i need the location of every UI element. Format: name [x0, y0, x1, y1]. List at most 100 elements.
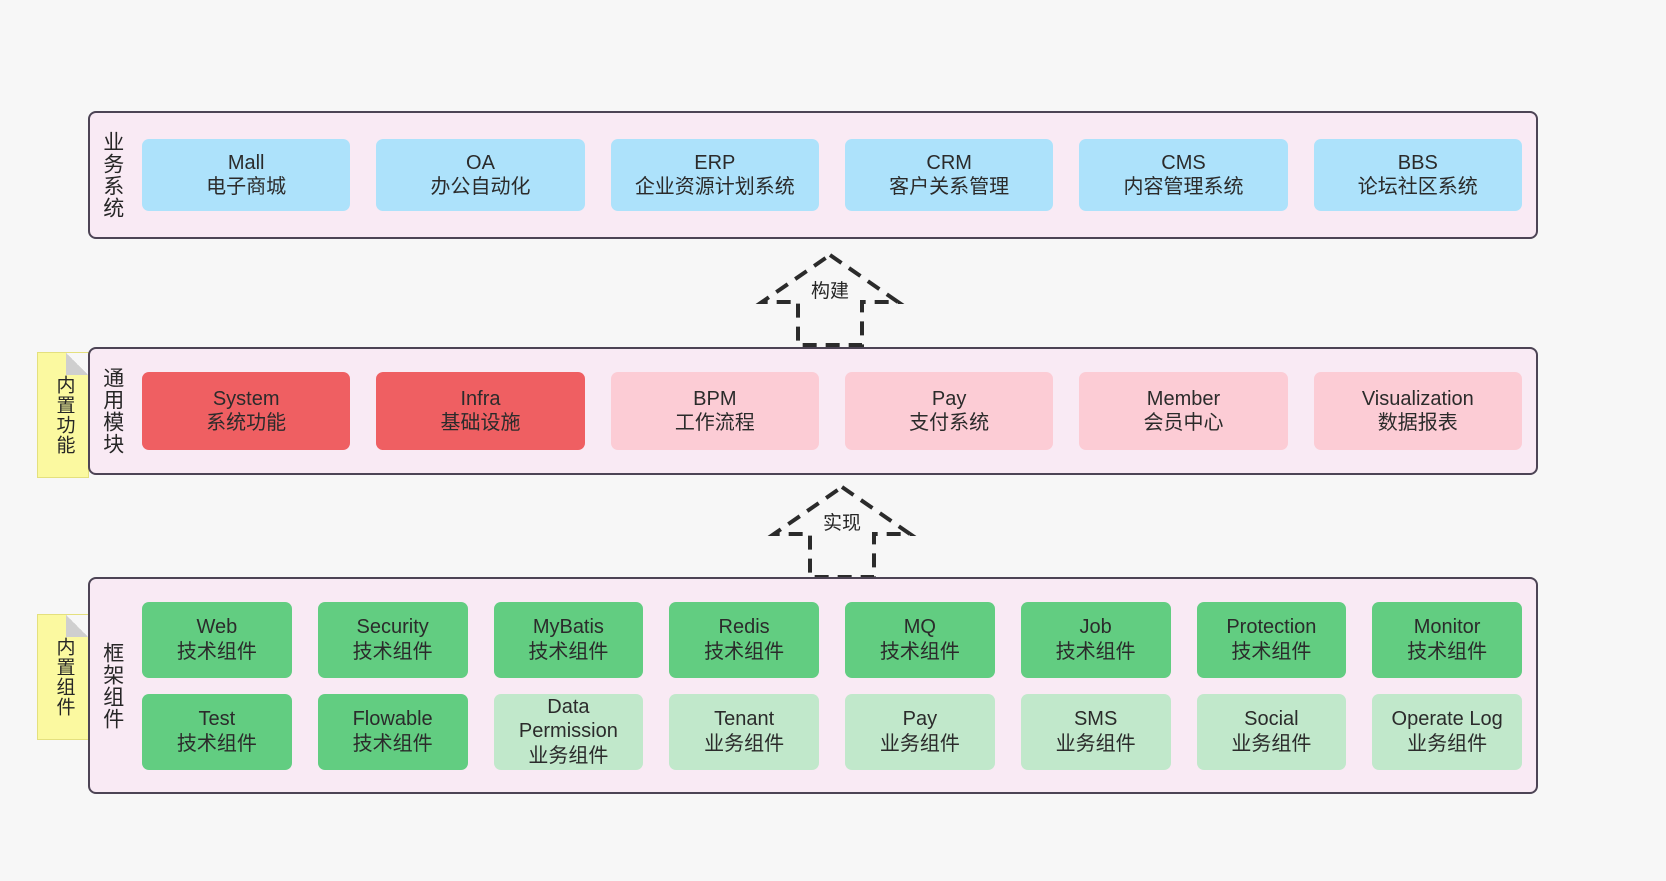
card-job[interactable]: Job 技术组件 — [1020, 601, 1171, 678]
card-crm-name: CRM — [926, 151, 972, 174]
card-flowable[interactable]: Flowable 技术组件 — [317, 693, 468, 770]
card-erp-name: ERP — [694, 151, 736, 174]
card-redis[interactable]: Redis 技术组件 — [669, 601, 819, 678]
card-web-name: Web — [196, 616, 238, 639]
card-mall[interactable]: Mall 电子商城 — [142, 139, 351, 211]
layer-framework-components-title: 框架组件 — [100, 641, 124, 730]
card-erp-desc: 企业资源计划系统 — [634, 176, 795, 198]
card-system-desc: 系统功能 — [206, 412, 287, 434]
card-bbs-desc: 论坛社区系统 — [1357, 176, 1478, 198]
card-sms-desc: 业务组件 — [1055, 732, 1136, 755]
card-protection-desc: 技术组件 — [1231, 640, 1312, 663]
arrow-build: 构建 — [750, 250, 910, 347]
card-web[interactable]: Web 技术组件 — [142, 601, 292, 678]
arrow-implement-label: 实现 — [822, 513, 862, 534]
card-monitor[interactable]: Monitor 技术组件 — [1372, 601, 1522, 678]
card-bbs[interactable]: BBS 论坛社区系统 — [1313, 139, 1522, 211]
card-cms-name: CMS — [1161, 151, 1206, 174]
card-mq-desc: 技术组件 — [879, 640, 960, 663]
card-cms[interactable]: CMS 内容管理系统 — [1079, 139, 1288, 211]
card-member-name: Member — [1146, 387, 1221, 410]
card-pay-module-desc: 支付系统 — [909, 412, 990, 434]
business-systems-row: Mall 电子商城 OA 办公自动化 ERP 企业资源计划系统 CRM 客户关系… — [142, 139, 1522, 211]
card-security[interactable]: Security 技术组件 — [317, 601, 468, 678]
card-system-name: System — [212, 387, 280, 410]
card-infra[interactable]: Infra 基础设施 — [376, 372, 585, 450]
card-oa[interactable]: OA 办公自动化 — [376, 139, 585, 211]
card-web-desc: 技术组件 — [176, 640, 257, 663]
card-monitor-desc: 技术组件 — [1407, 640, 1488, 663]
card-bpm-desc: 工作流程 — [674, 412, 755, 434]
layer-common-modules: 通用模块 System 系统功能 Infra 基础设施 BPM 工作流程 Pay… — [88, 347, 1538, 475]
card-member[interactable]: Member 会员中心 — [1079, 372, 1288, 450]
card-protection-name: Protection — [1226, 616, 1317, 639]
card-redis-name: Redis — [718, 616, 770, 639]
card-security-desc: 技术组件 — [352, 640, 433, 663]
card-operate-log[interactable]: Operate Log 业务组件 — [1372, 693, 1522, 770]
card-pay-component[interactable]: Pay 业务组件 — [845, 693, 995, 770]
card-data-permission-name: Data Permission — [518, 695, 618, 743]
card-visualization-desc: 数据报表 — [1377, 412, 1458, 434]
card-operate-log-name: Operate Log — [1391, 708, 1503, 731]
card-mybatis-desc: 技术组件 — [528, 640, 609, 663]
card-redis-desc: 技术组件 — [704, 640, 785, 663]
arrow-build-glyph — [755, 252, 905, 347]
layer-framework-components-body: Web 技术组件 Security 技术组件 MyBatis 技术组件 Redi… — [134, 579, 1536, 792]
card-mybatis[interactable]: MyBatis 技术组件 — [493, 601, 644, 678]
card-mall-name: Mall — [227, 151, 265, 174]
layer-business-systems-body: Mall 电子商城 OA 办公自动化 ERP 企业资源计划系统 CRM 客户关系… — [134, 113, 1536, 237]
card-flowable-desc: 技术组件 — [352, 732, 433, 755]
card-protection[interactable]: Protection 技术组件 — [1196, 601, 1347, 678]
card-crm[interactable]: CRM 客户关系管理 — [844, 139, 1054, 211]
layer-framework-components: 框架组件 Web 技术组件 Security 技术组件 MyBatis 技术组件… — [88, 577, 1538, 794]
card-test-name: Test — [198, 708, 236, 731]
card-pay-module-name: Pay — [931, 387, 967, 410]
card-tenant-name: Tenant — [714, 708, 775, 731]
card-monitor-name: Monitor — [1413, 616, 1481, 639]
card-data-permission[interactable]: Data Permission 业务组件 — [493, 693, 644, 770]
note-builtin-function: 内置功能 — [37, 352, 89, 478]
card-system[interactable]: System 系统功能 — [142, 372, 351, 450]
card-visualization[interactable]: Visualization 数据报表 — [1313, 372, 1522, 450]
card-security-name: Security — [356, 616, 429, 639]
layer-business-systems-title: 业务系统 — [100, 131, 124, 219]
card-bpm[interactable]: BPM 工作流程 — [610, 372, 819, 450]
card-data-permission-desc: 业务组件 — [528, 744, 609, 767]
note-builtin-component: 内置组件 — [37, 614, 89, 740]
card-erp[interactable]: ERP 企业资源计划系统 — [610, 139, 819, 211]
card-mq[interactable]: MQ 技术组件 — [845, 601, 995, 678]
card-operate-log-desc: 业务组件 — [1407, 732, 1488, 755]
note-builtin-component-label: 内置组件 — [53, 637, 75, 717]
card-cms-desc: 内容管理系统 — [1123, 176, 1244, 198]
card-visualization-name: Visualization — [1361, 387, 1474, 410]
card-infra-name: Infra — [460, 387, 501, 410]
card-sms-name: SMS — [1073, 708, 1118, 731]
framework-components-row-business: Test 技术组件 Flowable 技术组件 Data Permission … — [142, 693, 1522, 770]
card-member-desc: 会员中心 — [1143, 412, 1224, 434]
card-sms[interactable]: SMS 业务组件 — [1020, 693, 1171, 770]
card-mq-name: MQ — [903, 616, 936, 639]
card-tenant[interactable]: Tenant 业务组件 — [669, 693, 819, 770]
note-builtin-function-label: 内置功能 — [53, 375, 75, 455]
common-modules-row: System 系统功能 Infra 基础设施 BPM 工作流程 Pay 支付系统… — [142, 372, 1522, 450]
card-infra-desc: 基础设施 — [440, 412, 521, 434]
card-mybatis-name: MyBatis — [532, 616, 604, 639]
card-oa-desc: 办公自动化 — [430, 176, 531, 198]
card-social[interactable]: Social 业务组件 — [1196, 693, 1347, 770]
card-social-desc: 业务组件 — [1231, 732, 1312, 755]
card-bpm-name: BPM — [693, 387, 737, 410]
card-pay-component-name: Pay — [902, 708, 938, 731]
framework-components-row-tech: Web 技术组件 Security 技术组件 MyBatis 技术组件 Redi… — [142, 601, 1522, 678]
layer-common-modules-title: 通用模块 — [100, 367, 124, 455]
card-pay-component-desc: 业务组件 — [879, 732, 960, 755]
card-pay-module[interactable]: Pay 支付系统 — [844, 372, 1054, 450]
arrow-implement: 实现 — [762, 482, 922, 579]
card-oa-name: OA — [466, 151, 495, 174]
card-crm-desc: 客户关系管理 — [889, 176, 1010, 198]
layer-business-systems: 业务系统 Mall 电子商城 OA 办公自动化 ERP 企业资源计划系统 CRM… — [88, 111, 1538, 239]
card-tenant-desc: 业务组件 — [704, 732, 785, 755]
card-flowable-name: Flowable — [352, 708, 433, 731]
card-test[interactable]: Test 技术组件 — [142, 693, 292, 770]
card-mall-desc: 电子商城 — [206, 176, 287, 198]
arrow-build-label: 构建 — [810, 281, 850, 302]
